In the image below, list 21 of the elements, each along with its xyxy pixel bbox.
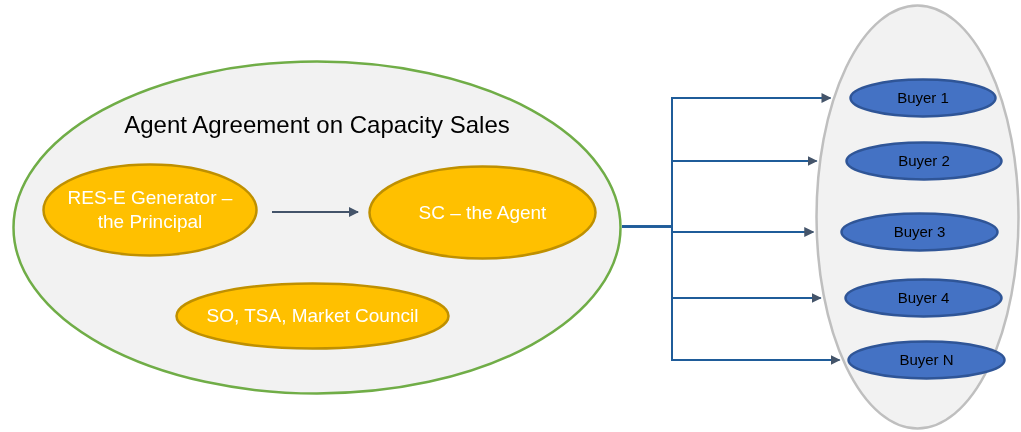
entity-ellipse <box>368 165 597 260</box>
group-ellipse <box>815 4 1020 430</box>
arrow <box>271 207 359 217</box>
entity-label: SC – the Agent <box>418 200 547 225</box>
entity-label: Buyer 3 <box>893 222 946 242</box>
arrow <box>621 225 841 365</box>
entity-label: SO, TSA, Market Council <box>206 304 419 328</box>
entity-label: Buyer 1 <box>897 88 949 108</box>
entity-ellipse <box>42 163 258 257</box>
entity-ellipse <box>840 212 999 252</box>
group-ellipse <box>12 60 622 395</box>
group-title: Agent Agreement on Capacity Sales <box>124 110 510 140</box>
entity-ellipse <box>847 340 1006 380</box>
entity-label: RES-E Generator – the Principal <box>66 186 234 234</box>
entity-label: Buyer N <box>899 350 954 370</box>
entity-ellipse <box>849 78 997 118</box>
entity-label: Buyer 2 <box>898 151 950 171</box>
entity-label: Buyer 4 <box>897 288 950 308</box>
entity-ellipse <box>175 282 450 350</box>
entity-ellipse <box>844 278 1003 318</box>
entity-ellipse <box>845 141 1003 181</box>
